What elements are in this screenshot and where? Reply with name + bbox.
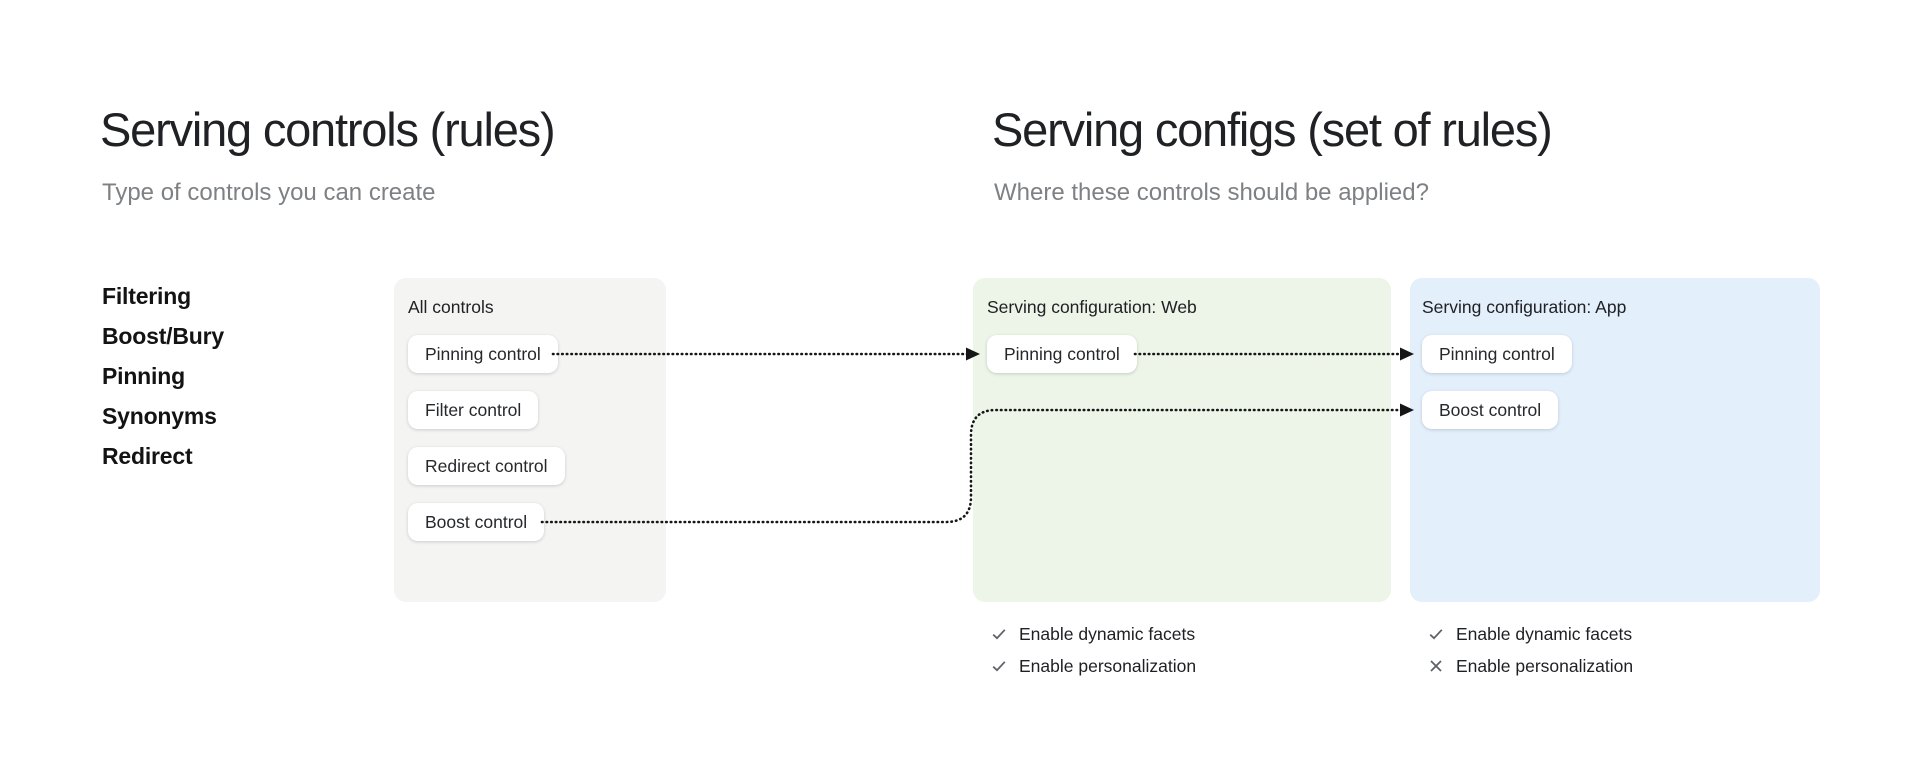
control-type-pinning: Pinning <box>102 363 185 389</box>
x-icon <box>1427 657 1445 675</box>
web-feature-list: Enable dynamic facets Enable personaliza… <box>990 618 1196 682</box>
boost-control-chip: Boost control <box>408 503 545 541</box>
right-section-subtitle: Where these controls should be applied? <box>994 179 1429 206</box>
web-feature-row-dynamic-facets: Enable dynamic facets <box>990 618 1196 650</box>
control-type-filtering: Filtering <box>102 283 191 309</box>
check-icon <box>1427 625 1445 643</box>
left-section-subtitle: Type of controls you can create <box>102 179 436 206</box>
control-type-redirect: Redirect <box>102 443 193 469</box>
app-feature-label: Enable dynamic facets <box>1456 623 1633 644</box>
control-type-synonyms: Synonyms <box>102 403 217 429</box>
app-config-panel: Serving configuration: App Pinning contr… <box>1410 278 1820 602</box>
control-types-list: Filtering Boost/Bury Pinning Synonyms Re… <box>102 276 224 476</box>
right-section-title: Serving configs (set of rules) <box>992 103 1553 156</box>
redirect-control-chip: Redirect control <box>408 447 565 485</box>
filter-control-chip: Filter control <box>408 391 539 429</box>
control-type-boost-bury: Boost/Bury <box>102 323 224 349</box>
app-feature-row-personalization: Enable personalization <box>1427 650 1633 682</box>
all-controls-panel: All controls Pinning control Filter cont… <box>394 278 666 602</box>
app-pinning-control-chip: Pinning control <box>1422 335 1572 373</box>
app-boost-control-chip: Boost control <box>1422 391 1559 429</box>
app-config-panel-title: Serving configuration: App <box>1422 297 1627 317</box>
app-feature-list: Enable dynamic facets Enable personaliza… <box>1427 618 1633 682</box>
web-config-panel-title: Serving configuration: Web <box>987 297 1197 317</box>
web-feature-row-personalization: Enable personalization <box>990 650 1196 682</box>
web-pinning-control-chip: Pinning control <box>987 335 1137 373</box>
all-controls-panel-title: All controls <box>408 297 494 317</box>
app-feature-label: Enable personalization <box>1456 655 1634 676</box>
check-icon <box>990 657 1008 675</box>
web-feature-label: Enable dynamic facets <box>1019 623 1196 644</box>
left-section-title: Serving controls (rules) <box>100 103 556 156</box>
web-feature-label: Enable personalization <box>1019 655 1197 676</box>
web-config-panel: Serving configuration: Web Pinning contr… <box>973 278 1391 602</box>
pinning-control-chip: Pinning control <box>408 335 558 373</box>
app-feature-row-dynamic-facets: Enable dynamic facets <box>1427 618 1633 650</box>
check-icon <box>990 625 1008 643</box>
